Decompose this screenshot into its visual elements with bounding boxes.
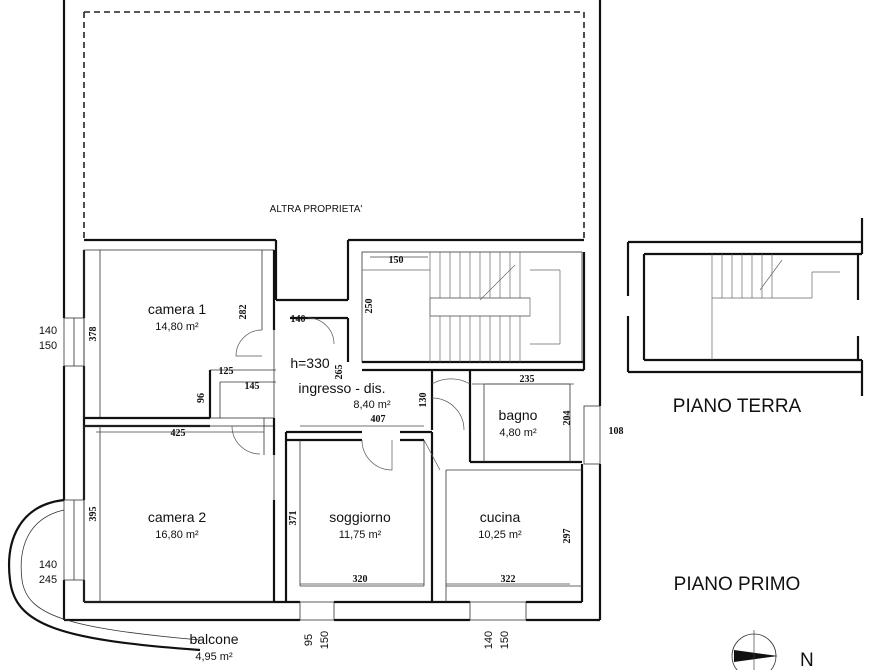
dim-145: 145 <box>245 381 260 392</box>
dim-130: 130 <box>418 393 429 408</box>
room-area-camera2: 16,80 m² <box>155 529 199 541</box>
dim-371: 371 <box>288 511 299 526</box>
room-name-ingresso: ingresso - dis. <box>298 380 385 396</box>
windows <box>63 317 601 621</box>
room-name-balcone: balcone <box>189 631 238 647</box>
balcony <box>8 498 201 652</box>
dim-425: 425 <box>171 428 186 439</box>
dim-265: 265 <box>334 365 345 380</box>
room-area-bagno: 4,80 m² <box>499 427 537 439</box>
dim-322: 322 <box>501 574 516 585</box>
dim-108: 108 <box>609 426 624 437</box>
room-area-camera1: 14,80 m² <box>155 321 199 333</box>
room-area-balcone: 4,95 m² <box>195 651 233 663</box>
other-property-label: ALTRA PROPRIETA' <box>270 204 363 215</box>
room-name-camera2: camera 2 <box>148 509 207 525</box>
window3-width: 95 <box>303 634 315 646</box>
dim-250: 250 <box>364 299 375 314</box>
dimension-lines <box>96 256 574 585</box>
room-area-cucina: 10,25 m² <box>478 529 522 541</box>
dim-378: 378 <box>88 327 99 342</box>
room-name-cucina: cucina <box>480 509 521 525</box>
room-name-camera1: camera 1 <box>148 301 207 317</box>
ground-floor-title: PIANO TERRA <box>673 396 802 417</box>
first-floor-title: PIANO PRIMO <box>674 574 801 595</box>
dim-297: 297 <box>562 529 573 544</box>
dim-150-stair: 150 <box>389 255 404 266</box>
dim-407: 407 <box>371 414 386 425</box>
other-property-area <box>62 0 602 300</box>
room-name-bagno: bagno <box>499 407 538 423</box>
dim-125: 125 <box>219 366 234 377</box>
dim-320: 320 <box>353 574 368 585</box>
window4-width: 140 <box>483 631 495 649</box>
dim-140-landing: 140 <box>291 314 306 325</box>
window2-width: 140 <box>39 559 57 571</box>
door-swings <box>231 317 471 471</box>
window3-height: 150 <box>319 631 331 649</box>
dim-204: 204 <box>562 411 573 426</box>
window1-width: 140 <box>39 325 57 337</box>
room-name-soggiorno: soggiorno <box>329 509 391 525</box>
north-label: N <box>800 650 814 670</box>
dim-96: 96 <box>196 393 207 403</box>
window1-height: 150 <box>39 340 57 352</box>
ground-floor-plan <box>626 218 864 396</box>
ceiling-height-label: h=330 <box>290 355 330 371</box>
window2-height: 245 <box>39 574 57 586</box>
staircase-first-floor <box>362 252 561 362</box>
window4-height: 150 <box>499 631 511 649</box>
room-area-soggiorno: 11,75 m² <box>339 529 382 541</box>
north-arrow <box>731 630 778 670</box>
dim-235: 235 <box>520 374 535 385</box>
room-area-ingresso: 8,40 m² <box>353 399 391 411</box>
dim-395: 395 <box>88 507 99 522</box>
dim-282: 282 <box>238 305 249 320</box>
